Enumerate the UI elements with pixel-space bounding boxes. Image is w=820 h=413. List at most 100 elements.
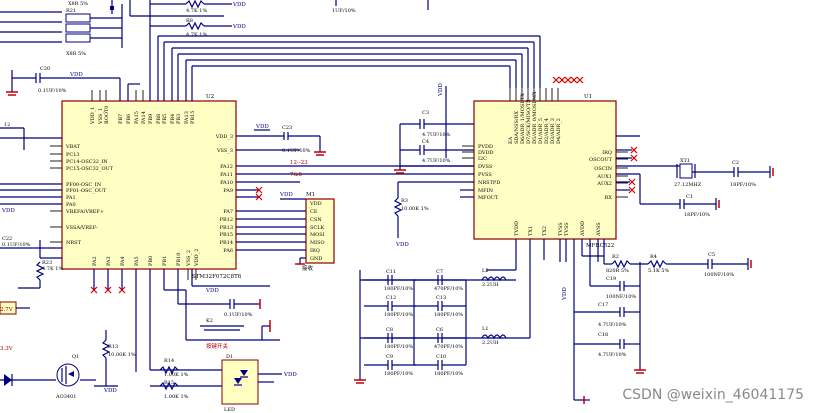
u1-ref: U1 — [584, 94, 592, 100]
r14-value: 1.00K 1% — [164, 372, 189, 378]
l1-label: L1 — [482, 326, 489, 332]
u1-pin-top: EA — [508, 136, 514, 144]
u2-mcu: U2 STM32F072C8T6 VBATPC13PC14-OSC32_INPC… — [50, 90, 250, 280]
c20-label: C20 — [40, 66, 50, 72]
m1-pin: CSN — [310, 217, 322, 223]
c10-label: C10 — [436, 354, 446, 360]
u2-pin-bottom: PB0 — [148, 256, 154, 266]
u2-part: STM32F072C8T6 — [192, 274, 242, 280]
c9-value: 180PF/10% — [384, 371, 413, 377]
vdd-net-u1: VDD — [438, 83, 444, 97]
u2-pin-top: PA15 — [134, 111, 140, 124]
c12-label: C12 — [386, 295, 396, 301]
m1-pin: MOSI — [310, 232, 325, 238]
u1-pin-top: D3/ADR_3 — [550, 118, 556, 144]
m1-pin: VDD — [309, 201, 322, 207]
left-side-wiring: 12 VDD C22 0.1UF/10% R23 4.7K 1% 2.7V 3.… — [0, 122, 63, 352]
c2-label: C2 — [732, 160, 739, 166]
u1-pin-right: AUX1 — [596, 174, 612, 180]
c23-label: C23 — [282, 125, 292, 131]
u1-pin-bottom: TVSS — [564, 222, 570, 236]
u1-pin-top: D7/SCK/MISO/TX — [526, 99, 532, 144]
u2-pin-right: PA12 — [220, 164, 233, 170]
u1-rfid: U1 MFRC522 PVDDDVDDI2CDVSSPVSSNRSTPDMFIN… — [462, 88, 628, 250]
u2-pin-left: PA1 — [66, 195, 76, 201]
u2-pin-left: VBAT — [65, 144, 81, 150]
u1-top-noconnect — [552, 76, 584, 84]
c13-value: 180PF/10% — [434, 312, 463, 318]
k2-label: K2 — [206, 318, 213, 324]
r13-label: R13 — [108, 344, 118, 350]
u2-pin-right: PB15 — [220, 232, 233, 238]
c11-value: 180PF/10% — [384, 286, 413, 292]
u1-body — [473, 100, 617, 240]
u2-pin-top: VDD_1 — [90, 107, 96, 125]
u1-pin-top: D5/ADR_0/MOSI/MX — [532, 91, 538, 144]
u2-pin-top: PB7 — [118, 114, 124, 124]
u2-pin-right: PB12 — [220, 217, 233, 223]
u2-pin-left: PF01-OSC_OUT — [66, 188, 107, 194]
u2-pin-top: PA14 — [141, 111, 147, 124]
top-left-network: X8R 5% R21 X8R 5% 4.7K 1% VDD R8 4.7K 1%… — [0, 0, 541, 101]
c9-label: C9 — [386, 354, 393, 360]
x8r-bottom-label: X8R 5% — [66, 51, 86, 57]
r6-value: 4.7K 1% — [186, 8, 207, 14]
r14-label: R14 — [164, 358, 174, 364]
vdd-net-left: VDD — [1, 208, 15, 214]
u2-body — [61, 100, 237, 270]
u1-pin-top: D1/ADR_5 — [538, 118, 544, 144]
u1-pin-left: MFOUT — [478, 195, 499, 201]
vdd-net-c24: VDD — [205, 288, 219, 294]
u2-pin-bottom: PA3 — [106, 256, 112, 266]
u2-pin-right: PA6 — [223, 248, 233, 254]
d1-label: LED — [224, 407, 235, 413]
u2-pin-right: PA11 — [220, 172, 233, 178]
m1-label: 接收 — [302, 264, 314, 272]
r4-value: 5.1K 5% — [648, 268, 669, 274]
u2-pin-left: PF00-OSC_IN — [66, 182, 102, 188]
r4-label: R4 — [650, 254, 657, 260]
l2-value: 2.2UH — [482, 282, 499, 288]
u1-pin-top: D2/ADR_4 — [544, 118, 550, 144]
u1-pin-bottom: TVDD — [514, 221, 520, 236]
c23-capacitor: VDD C23 0.1UF/10% 12--23 7&8 VDD — [236, 124, 474, 265]
c8-label: C8 — [386, 327, 393, 333]
vdd-net-r3: VDD — [395, 242, 409, 248]
net-7-8: 7&8 — [290, 172, 302, 178]
u2-pin-right: PB13 — [220, 225, 233, 231]
r15-value: 1.00K 1% — [164, 394, 189, 400]
r3-label: R3 — [401, 198, 408, 204]
vdd-net-c20: VDD — [69, 72, 83, 78]
u1-pin-right: OSCOUT — [589, 157, 613, 163]
vdd-net-1: VDD — [232, 2, 246, 8]
c3-c4-decoupling: VDD C3 4.7UF/10% C4 4.7UF/10% — [394, 83, 474, 198]
m1-ref: M1 — [306, 192, 315, 198]
c23-value: 0.1UF/10% — [282, 148, 311, 154]
u1-pin-left: DVSS — [478, 164, 493, 170]
u1-pin-right: RX — [605, 195, 613, 201]
r2-label: R2 — [612, 254, 619, 260]
u1-pin-bottom: AVSS — [596, 222, 602, 237]
c6-value: 470PF/10% — [434, 344, 463, 350]
u2-pin-left: PC14-OSC32_IN — [66, 159, 108, 165]
r3-resistor: R3 10.00K 1% VDD — [393, 181, 474, 248]
c10-value: 180PF/10% — [434, 371, 463, 377]
vdd-net-u1-bot: VDD — [562, 287, 568, 301]
c4-value: 4.7UF/10% — [422, 158, 451, 164]
m1-pin: IRQ — [310, 248, 320, 254]
u2-pin-left: PA0 — [66, 202, 76, 208]
c11-label: C11 — [386, 269, 396, 275]
vdd-net-c23: VDD — [255, 124, 269, 130]
c3-value: 4.7UF/10% — [422, 132, 451, 138]
u2-pin-right: VSS_3 — [216, 148, 233, 154]
l1-value: 2.2UH — [482, 340, 499, 346]
xt1-ref: XT1 — [680, 158, 690, 164]
vdd-net-2: VDD — [232, 24, 246, 30]
r13-value: 10.00K 1% — [108, 352, 136, 358]
u2-pin-right: VDD_3 — [215, 134, 233, 140]
